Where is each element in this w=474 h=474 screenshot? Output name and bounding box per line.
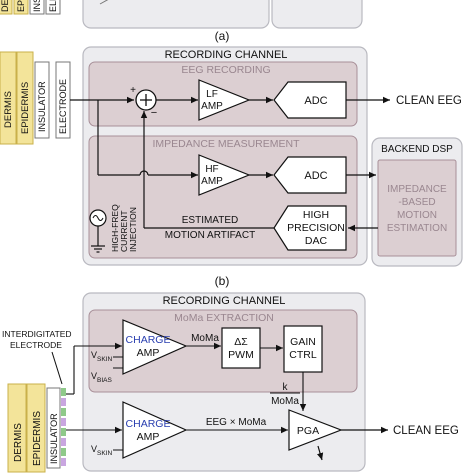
hf-amp-label-1: HF: [205, 164, 218, 175]
summer-minus-sign: −: [151, 107, 157, 119]
electrode-finger-5: [61, 428, 66, 436]
pwm-label-1: ΔΣ: [234, 336, 248, 348]
layer-label-insulator-c: INSULATOR: [49, 413, 59, 464]
vbias-v: V: [91, 371, 97, 381]
vbias-sub: BIAS: [97, 377, 112, 384]
panel-a-fragment: DERMIS EPIDERMIS INSULATOR ELECTRODE (a): [0, 0, 363, 43]
summer-plus-sign: +: [130, 85, 136, 96]
electrode-label-1: INTERDIGITATED: [2, 329, 72, 339]
vskin-bottom-sub: SKIN: [97, 450, 112, 457]
charge-amp-bottom-label-1: CHARGE: [126, 418, 171, 430]
electrode-label-2: ELECTRODE: [10, 340, 62, 350]
skin-layer-dermis-b: [0, 51, 17, 145]
charge-amp-top-label-2: AMP: [137, 347, 160, 359]
insulator-layer-b: [34, 61, 50, 139]
dsp-label-line-4: ESTIMATION: [387, 223, 447, 234]
motion-estimation-block: [377, 159, 457, 257]
sine-wave-icon: [92, 215, 104, 221]
charge-amp-bottom-label-2: AMP: [137, 431, 160, 443]
pga-label: PGA: [297, 425, 319, 437]
adc-top-label: ADC: [304, 95, 327, 107]
layer-label-insulator-a: INSULATOR: [32, 0, 42, 12]
vskin-top-sub: SKIN: [97, 356, 112, 363]
hf-amp: [198, 154, 251, 196]
layer-label-insulator-b: INSULATOR: [37, 81, 47, 132]
pwm-label-2: PWM: [228, 349, 254, 361]
moma-label: MoMa: [191, 333, 219, 344]
k-numerator: k: [283, 382, 289, 393]
skin-layer-dermis-c: [7, 383, 27, 473]
eeg-x-moma-label: EEG × MoMa: [206, 417, 267, 428]
layer-label-dermis-b: DERMIS: [3, 91, 14, 128]
recording-channel-title-c: RECORDING CHANNEL: [163, 295, 286, 307]
skin-layer-dermis-a: [0, 0, 13, 15]
dac-label-3: DAC: [305, 235, 328, 247]
insulator-layer-a: [29, 0, 45, 15]
skin-layer-epidermis-b: [16, 51, 34, 145]
layer-label-epidermis-c: EPIDERMIS: [32, 411, 43, 466]
caption-a: (a): [215, 29, 230, 43]
panel-a-amp-edge: [99, 0, 109, 5]
charge-amp-top: [122, 319, 188, 375]
electrode-finger-8: [61, 458, 66, 466]
electrode-finger-2: [61, 398, 66, 406]
k-denominator: MoMa: [271, 396, 299, 407]
vskin-top-v: V: [91, 350, 97, 360]
electrode-finger-6: [61, 438, 66, 446]
clean-eeg-output-c: CLEAN EEG: [393, 425, 459, 437]
vskin-bottom-v: V: [91, 444, 97, 454]
layer-label-epidermis-b: EPIDERMIS: [20, 82, 31, 134]
skin-layer-epidermis-c: [26, 383, 46, 473]
panel-a-dsp-box: [271, 0, 363, 29]
gain-ctrl-label-2: CTRL: [289, 349, 317, 361]
eeg-recording-title: EEG RECORDING: [181, 64, 270, 76]
injection-label-3: INJECTION: [128, 207, 138, 252]
dsp-label-line-3: MOTION: [397, 210, 437, 221]
insulator-layer-c: [46, 387, 61, 469]
lf-amp: [198, 79, 251, 121]
clean-eeg-output-b: CLEAN EEG: [396, 95, 462, 107]
charge-amp-top-label-1: CHARGE: [126, 334, 171, 346]
skin-layer-epidermis-a: [13, 0, 29, 15]
panel-a-channel-box: [82, 0, 270, 29]
layer-label-epidermis-a: EPIDERMIS: [16, 0, 26, 12]
caption-b: (b): [215, 274, 230, 288]
pga-gain-arrow: [317, 445, 324, 461]
pga: [288, 409, 343, 451]
moma-extraction-title: MoMa EXTRACTION: [174, 312, 274, 324]
estimated-label-1: ESTIMATED: [182, 215, 238, 226]
delta-sigma-pwm: [221, 327, 261, 369]
hf-amp-label-2: AMP: [201, 176, 223, 187]
layer-label-electrode-b: ELECTRODE: [58, 79, 68, 134]
lf-amp-label-2: AMP: [201, 101, 223, 112]
electrode-finger-1: [61, 388, 66, 396]
layer-label-dermis-c: DERMIS: [13, 423, 24, 462]
charge-amp-bottom: [122, 401, 188, 459]
electrode-pointer: [51, 351, 63, 385]
electrode-finger-4: [61, 418, 66, 426]
lf-amp-label-1: LF: [206, 89, 218, 100]
estimated-label-2: MOTION ARTIFACT: [165, 230, 255, 241]
panel-c: RECORDING CHANNEL MoMa EXTRACTION INTERD…: [2, 292, 459, 473]
recording-channel-title-b: RECORDING CHANNEL: [165, 49, 288, 61]
adc-bottom-label: ADC: [304, 170, 327, 182]
injection-label-1: HIGH-FREQ: [110, 204, 120, 252]
backend-dsp-title: BACKEND DSP: [381, 144, 453, 155]
dac-label-1: HIGH: [303, 209, 329, 221]
precision-dac: [273, 205, 347, 251]
electrode-layer-a: [45, 0, 61, 15]
dsp-label-line-1: IMPEDANCE: [387, 184, 447, 195]
gain-ctrl-label-1: GAIN: [290, 336, 316, 348]
layer-label-dermis-a: DERMIS: [0, 0, 10, 12]
dsp-label-line-2: -BASED: [398, 197, 435, 208]
panel-b: DERMIS EPIDERMIS INSULATOR ELECTRODE REC…: [0, 46, 463, 288]
layer-label-electrode-a: ELECTRODE: [48, 0, 58, 12]
electrode-finger-7: [61, 448, 66, 456]
impedance-measurement-title: IMPEDANCE MEASUREMENT: [152, 138, 300, 150]
electrode-finger-3: [61, 408, 66, 416]
injection-label-2: CURRENT: [119, 210, 129, 252]
dac-label-2: PRECISION: [287, 222, 345, 234]
